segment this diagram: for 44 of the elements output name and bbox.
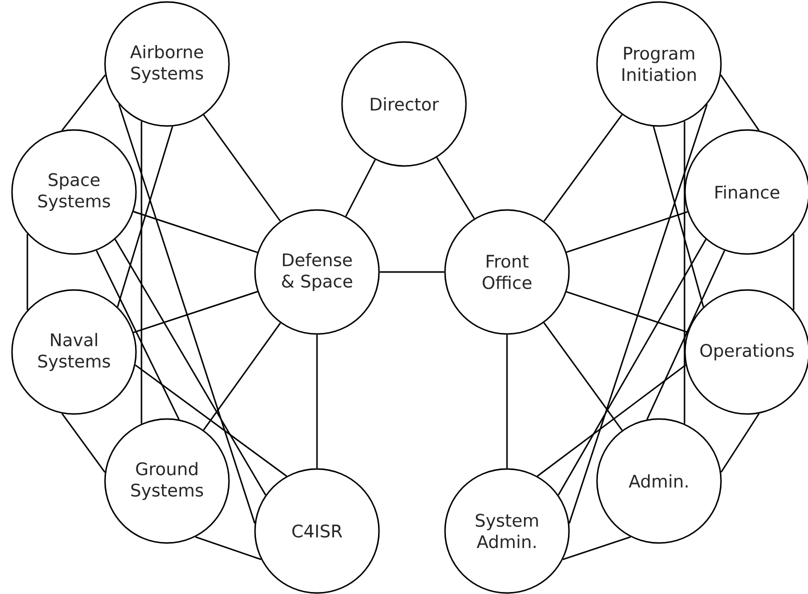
connector-line	[652, 126, 704, 308]
circle-node: Naval Systems	[11, 289, 137, 415]
connector-line	[562, 536, 631, 560]
connector-line	[133, 290, 258, 334]
connector-line	[566, 291, 688, 333]
connector-line	[96, 250, 180, 420]
connector-line	[720, 413, 760, 473]
connector-line	[316, 334, 318, 468]
connector-line	[792, 234, 794, 310]
connector-line	[543, 114, 623, 222]
connector-line	[140, 121, 142, 424]
connector-line	[684, 121, 686, 424]
circle-node: Program Initiation	[596, 1, 722, 127]
circle-node: Space Systems	[11, 129, 137, 255]
connector-line	[61, 413, 106, 473]
connector-line	[543, 322, 623, 431]
connector-line	[380, 271, 444, 273]
connector-line	[133, 210, 258, 254]
connector-line	[720, 74, 760, 131]
connector-line	[195, 536, 262, 560]
connector-line	[61, 74, 106, 131]
connector-line	[114, 238, 266, 496]
connector-line	[118, 104, 256, 524]
circle-node: Ground Systems	[104, 418, 230, 544]
connector-line	[134, 364, 288, 477]
circle-node: System Admin.	[444, 468, 570, 594]
circle-node: Director	[341, 41, 467, 167]
connector-line	[202, 322, 282, 430]
connector-line	[646, 250, 726, 420]
connector-line	[558, 238, 706, 496]
circle-node: Front Office	[444, 209, 570, 335]
circle-node: Defense & Space	[254, 209, 380, 335]
connector-line	[536, 364, 686, 477]
connector-line	[203, 114, 281, 222]
connector-line	[345, 159, 376, 217]
connector-line	[506, 334, 508, 468]
connector-line	[26, 234, 28, 310]
connector-line	[116, 126, 174, 308]
circle-node: C4ISR	[254, 468, 380, 594]
circle-node: Airborne Systems	[104, 1, 230, 127]
connector-line	[566, 211, 688, 253]
circle-node: Admin.	[596, 418, 722, 544]
connector-line	[436, 157, 475, 219]
connector-line	[568, 104, 708, 524]
